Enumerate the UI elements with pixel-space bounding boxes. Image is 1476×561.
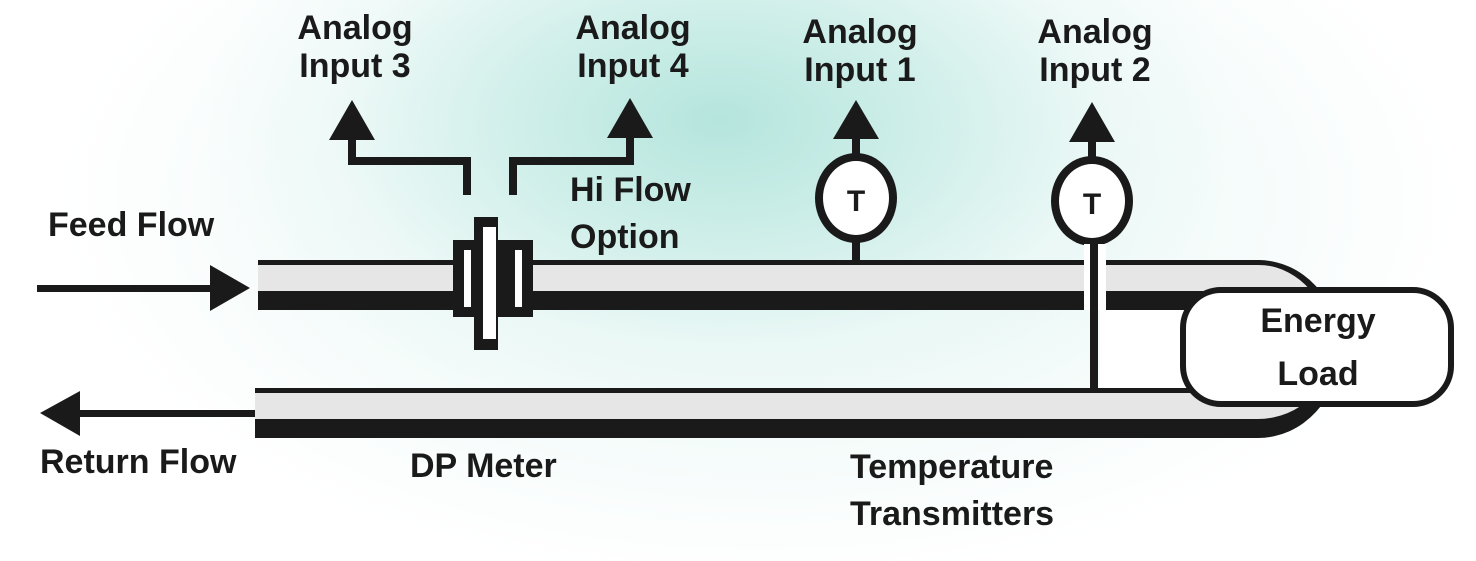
analog-input-3-arrow [329,100,375,140]
transmitter-2-symbol: T [1083,188,1101,221]
return-pipe-top-edge [255,388,1258,393]
return-pipe-bottom-edge [255,419,1258,438]
analog-input-1-label-line1: Analog [802,13,917,51]
feed-pipe-top-edge [258,260,1258,265]
return-flow-label: Return Flow [40,443,237,481]
temperature-transmitters-label-line2: Transmitters [850,495,1054,533]
analog-input-2-label-line2: Input 2 [1039,51,1150,89]
hi-flow-label-line2: Option [570,218,680,256]
dp-impulse-line-right [509,135,634,195]
analog-input-4-arrow [607,98,653,138]
analog-input-4-label-line1: Analog [575,9,690,47]
dp-meter-label: DP Meter [410,447,557,485]
analog-input-3-label-line1: Analog [297,9,412,47]
hi-flow-label-line1: Hi Flow [570,171,691,209]
energy-load-box [1180,287,1454,407]
temperature-transmitters-label-line1: Temperature [850,448,1053,486]
return-pipe-fill [255,393,1258,419]
temperature-transmitter-2 [1051,102,1133,390]
analog-input-3-label-line2: Input 3 [299,47,410,85]
analog-input-4-label-line2: Input 4 [577,47,689,85]
feed-pipe-fill [258,265,1258,291]
pipe-loop [255,260,1340,438]
transmitter-1-symbol: T [847,185,865,218]
analog-input-1-label-line2: Input 1 [804,51,915,89]
energy-load-label-line1: Energy [1260,302,1375,340]
return-flow-arrow [40,391,255,436]
energy-load-label-line2: Load [1277,355,1358,393]
dp-meter [453,217,533,350]
feed-flow-arrow [37,265,250,311]
temperature-transmitter-1 [815,100,897,262]
analog-input-2-label-line1: Analog [1037,13,1152,51]
feed-flow-label: Feed Flow [48,206,215,244]
feed-pipe-bottom-edge [258,291,1258,310]
dp-impulse-line-left [348,135,471,195]
